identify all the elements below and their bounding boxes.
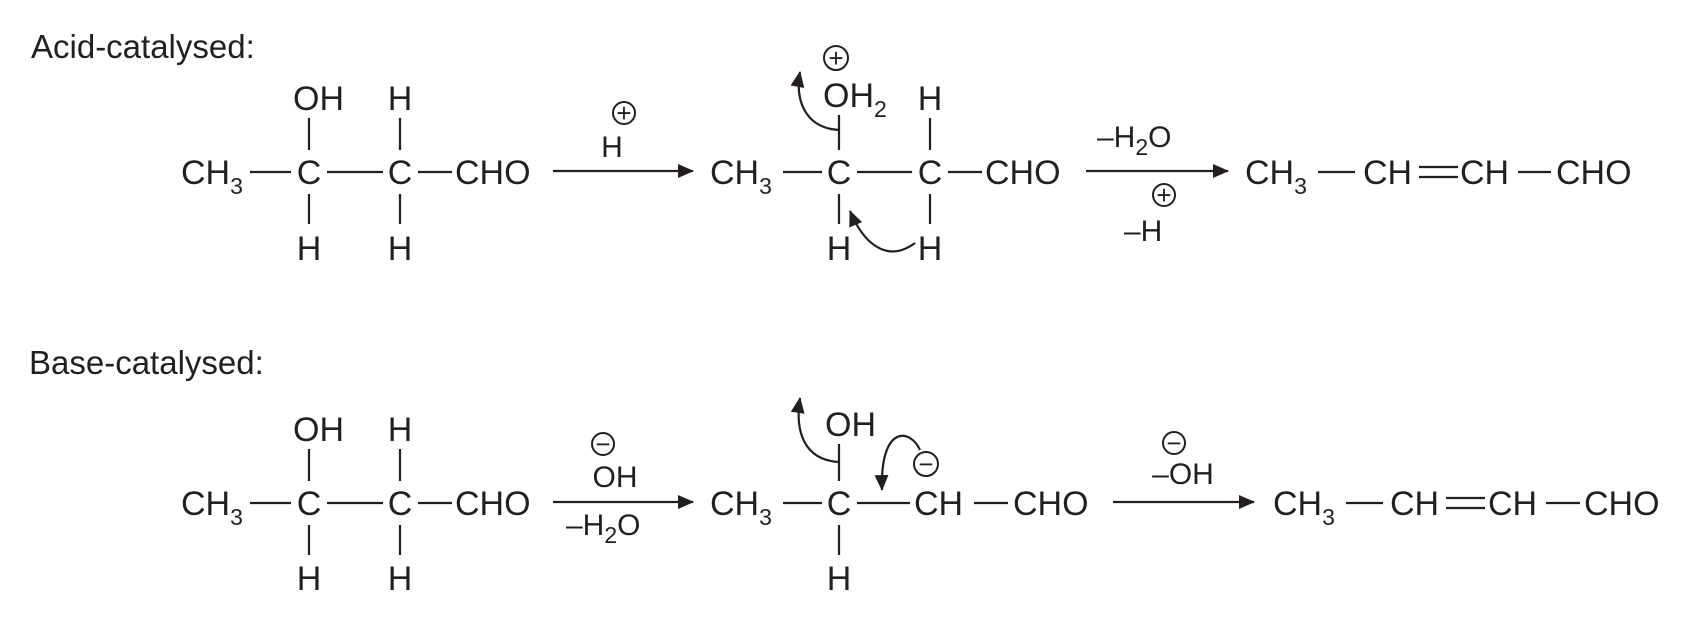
- carbon-1: C: [297, 485, 322, 523]
- oxonium-group: OH2: [823, 77, 887, 122]
- curved-arrow-icon: [848, 210, 916, 253]
- positive-charge-icon: [823, 45, 849, 71]
- negative-charge-icon: [1162, 431, 1186, 455]
- alkene-ch: CH: [1488, 485, 1537, 523]
- base-step2: − –OH: [1113, 428, 1255, 509]
- carbon-2: C: [388, 154, 413, 192]
- aldehyde-group: CHO: [985, 154, 1061, 192]
- acid-intermediate: CH3 C C CHO + OH2 H H H: [710, 43, 1061, 268]
- hydroxyl-group: OH: [293, 411, 344, 449]
- curved-arrow-icon: [874, 434, 922, 491]
- hydroxide-loss-reagent: –OH: [1152, 458, 1214, 491]
- curved-arrow-icon: [790, 71, 840, 132]
- carbon-1: C: [827, 485, 852, 523]
- water-loss-reagent: –H2O: [1097, 121, 1172, 160]
- aldehyde-group: CHO: [455, 485, 531, 523]
- hydrogen: H: [388, 411, 413, 449]
- hydroxyl-group: OH: [825, 406, 876, 444]
- proton-reagent: H: [601, 131, 623, 164]
- base-reactant: CH3 C C CHO OH H H H: [181, 411, 531, 598]
- proton-loss-reagent: –H: [1124, 215, 1162, 248]
- base-catalysed-heading: Base-catalysed:: [29, 344, 264, 381]
- carbon-2: C: [918, 154, 943, 192]
- acid-catalysed-heading: Acid-catalysed:: [31, 28, 255, 65]
- carbon-2: C: [388, 485, 413, 523]
- acid-step1: + H: [553, 98, 694, 178]
- acid-product: CH3 CH CH CHO: [1245, 154, 1632, 199]
- hydrogen: H: [827, 560, 852, 598]
- hydroxyl-group: OH: [293, 80, 344, 118]
- carbanion-ch: CH: [914, 485, 963, 523]
- alkene-ch: CH: [1363, 154, 1412, 192]
- hydrogen: H: [388, 560, 413, 598]
- hydrogen: H: [388, 230, 413, 268]
- alkene-ch: CH: [1460, 154, 1509, 192]
- svg-text:+: +: [828, 43, 843, 73]
- methyl-group: CH3: [181, 485, 243, 530]
- base-intermediate: CH3 C CH CHO OH H −: [710, 397, 1089, 598]
- aldehyde-group: CHO: [455, 154, 531, 192]
- methyl-group: CH3: [1273, 485, 1335, 530]
- base-product: CH3 CH CH CHO: [1273, 485, 1660, 530]
- base-step1: − OH –H2O: [553, 429, 694, 548]
- hydrogen: H: [297, 560, 322, 598]
- svg-text:−: −: [1166, 428, 1181, 458]
- acid-reactant: CH3 C C CHO OH H H H: [181, 80, 531, 268]
- aldehyde-group: CHO: [1556, 154, 1632, 192]
- negative-charge-icon: [591, 432, 615, 456]
- positive-charge-icon: [612, 101, 636, 125]
- hydrogen: H: [827, 230, 852, 268]
- methyl-group: CH3: [710, 485, 772, 530]
- hydrogen: H: [918, 230, 943, 268]
- carbon-1: C: [827, 154, 852, 192]
- water-loss-reagent: –H2O: [566, 509, 641, 548]
- positive-charge-icon: [1152, 183, 1176, 207]
- svg-text:−: −: [595, 429, 610, 459]
- alkene-ch: CH: [1390, 485, 1439, 523]
- negative-charge-icon: [913, 451, 939, 477]
- svg-text:+: +: [1156, 180, 1171, 210]
- aldehyde-group: CHO: [1013, 485, 1089, 523]
- methyl-group: CH3: [181, 154, 243, 199]
- methyl-group: CH3: [1245, 154, 1307, 199]
- hydroxide-reagent: OH: [593, 461, 638, 494]
- svg-text:−: −: [918, 449, 933, 479]
- aldehyde-group: CHO: [1584, 485, 1660, 523]
- methyl-group: CH3: [710, 154, 772, 199]
- carbon-1: C: [297, 154, 322, 192]
- curved-arrow-icon: [790, 397, 840, 464]
- svg-text:+: +: [616, 98, 631, 128]
- hydrogen: H: [297, 230, 322, 268]
- acid-step2: –H2O + –H: [1086, 121, 1229, 248]
- hydrogen: H: [388, 80, 413, 118]
- hydrogen: H: [918, 80, 943, 118]
